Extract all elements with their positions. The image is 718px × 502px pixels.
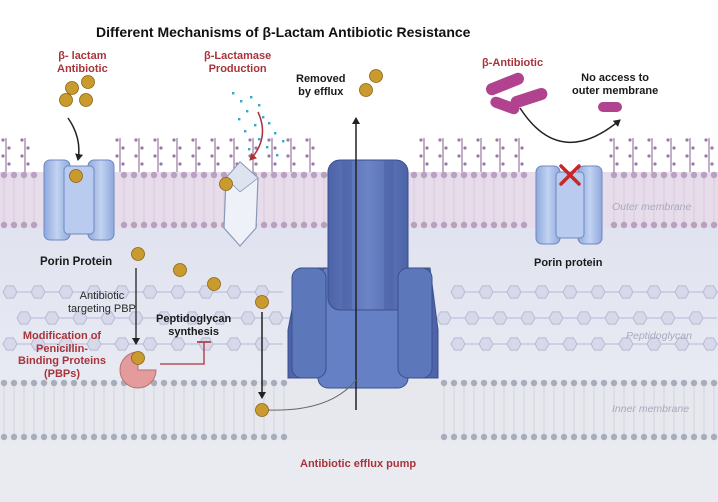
label-beta-antibiotic: β-Antibiotic (482, 57, 544, 69)
lipopolysaccharide-layer (1, 138, 714, 172)
label-outer-membrane: Outer membrane (612, 201, 692, 213)
label-removed-by-efflux: Removed by efflux (296, 73, 346, 98)
efflux-pump-icon (287, 159, 439, 389)
beta-antibiotic-capsules-icon (486, 72, 622, 115)
inner-membrane (0, 379, 718, 441)
label-peptidoglycan-synthesis: Peptidoglycan synthesis (156, 313, 232, 338)
porin-left-icon (43, 159, 115, 241)
label-porin-protein-left: Porin Protein (40, 256, 113, 268)
porin-right-icon (535, 165, 603, 245)
label-antibiotic-targeting-pbp: Antibiotic targeting PBP (68, 290, 136, 315)
label-inner-membrane: Inner membrane (612, 403, 690, 415)
beta-lactamase-spray-icon (232, 92, 285, 157)
label-porin-protein-right: Porin protein (534, 257, 603, 269)
label-beta-lactamase-production: β-Lactamase Production (204, 50, 272, 75)
cross-mark-icon (559, 164, 581, 186)
arrows-layer (67, 107, 621, 411)
label-efflux-pump: Antibiotic efflux pump (300, 458, 417, 470)
label-beta-lactam-antibiotic: β- lactam Antibiotic (57, 50, 108, 75)
cytoplasm-region (0, 440, 718, 502)
label-modification-pbp: Modification of Penicillin- Binding Prot… (18, 330, 106, 380)
penicillin-binding-protein-icon (119, 351, 168, 389)
label-peptidoglycan: Peptidoglycan (626, 330, 692, 342)
label-no-access: No access to outer membrane (572, 72, 659, 97)
diagram-title: Different Mechanisms of β-Lactam Antibio… (96, 24, 471, 40)
antibiotic-molecules (59, 69, 383, 417)
